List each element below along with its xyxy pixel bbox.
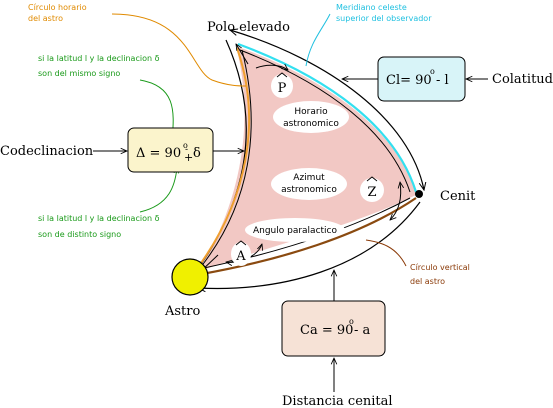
a-hat-caret [235, 240, 247, 246]
a-hat-text: A [235, 249, 246, 264]
delta-formula-lhs: Δ = 90 [136, 146, 181, 161]
pole-arrow [236, 44, 249, 65]
meridiano-pointer [305, 13, 331, 67]
azimut-text-1: Azimut [293, 173, 325, 183]
circulo-vertical-label-1: Círculo vertical [410, 263, 470, 272]
p-hat-caret [276, 72, 288, 78]
meridiano-label-2: superior del observador [336, 14, 432, 23]
mismo-signo-label-2: son del mismo signo [38, 69, 120, 78]
circulo-horario-label-2: del astro [28, 14, 63, 23]
vertical-outer-arc [198, 201, 421, 288]
z-hat-bubble [360, 178, 384, 202]
ca-formula-lhs: Ca = 90 [300, 323, 353, 338]
astro-star [171, 258, 209, 296]
cl-formula-lhs: Cl= 90 [386, 73, 432, 88]
horario-text-1: Horario [294, 107, 328, 117]
p-hat-bubble [271, 74, 293, 98]
distinto-signo-label-1: si la latitud l y la declinacion δ [38, 214, 160, 223]
distinto-signo-label-2: son de distinto signo [38, 230, 121, 239]
horario-bubble [273, 101, 349, 133]
z-angle-arc [390, 182, 401, 220]
cl-formula-deg: o [430, 67, 435, 76]
azimut-text-2: astronomico [281, 185, 337, 195]
distancia-cenital-label: Distancia cenital [282, 394, 393, 408]
meridian-outer-arc [230, 30, 424, 190]
paralactico-bubble [245, 218, 345, 242]
z-hat-caret [366, 176, 378, 182]
delta-formula-box [127, 127, 214, 173]
cl-formula-rhs: - l [436, 73, 449, 88]
delta-formula-rhs: δ [193, 146, 201, 161]
mismo-signo-label-1: si la latitud l y la declinacion δ [38, 54, 160, 63]
meridian-inner-arc [239, 49, 411, 193]
circulo-vertical-pointer [365, 239, 407, 267]
circulo-horario-pointer [111, 13, 247, 87]
astro-label: Astro [164, 304, 200, 319]
cenit-label: Cenit [440, 189, 476, 204]
p-hat-text: P [278, 81, 287, 96]
paralactico-text: Angulo paralactico [253, 226, 338, 236]
ca-formula-rhs: - a [354, 323, 371, 338]
azimut-bubble [271, 168, 347, 200]
cenit-dot [415, 190, 423, 198]
a-hat-bubble [231, 242, 251, 266]
z-hat-text: Z [367, 185, 376, 200]
ca-formula-deg: o [349, 317, 354, 326]
delta-formula-mp: - [185, 145, 188, 155]
polo-elevado-label: Polo elevado [207, 20, 290, 35]
colatitud-label: Colatitud [492, 72, 553, 87]
horario-text-2: astronomico [283, 119, 339, 129]
circulo-vertical-label-2: del astro [410, 277, 445, 286]
delta-formula-pm: + [184, 151, 193, 164]
circulo-horario-label-1: Círculo horario [28, 3, 87, 12]
delta-formula-deg: o [183, 141, 188, 150]
meridiano-label-1: Meridiano celeste [336, 3, 407, 12]
meridian-arc [237, 42, 418, 193]
p-angle-arc [255, 65, 288, 70]
codeclinacion-label: Codeclinacion [0, 144, 94, 159]
distinto-signo-pointer [139, 168, 177, 213]
